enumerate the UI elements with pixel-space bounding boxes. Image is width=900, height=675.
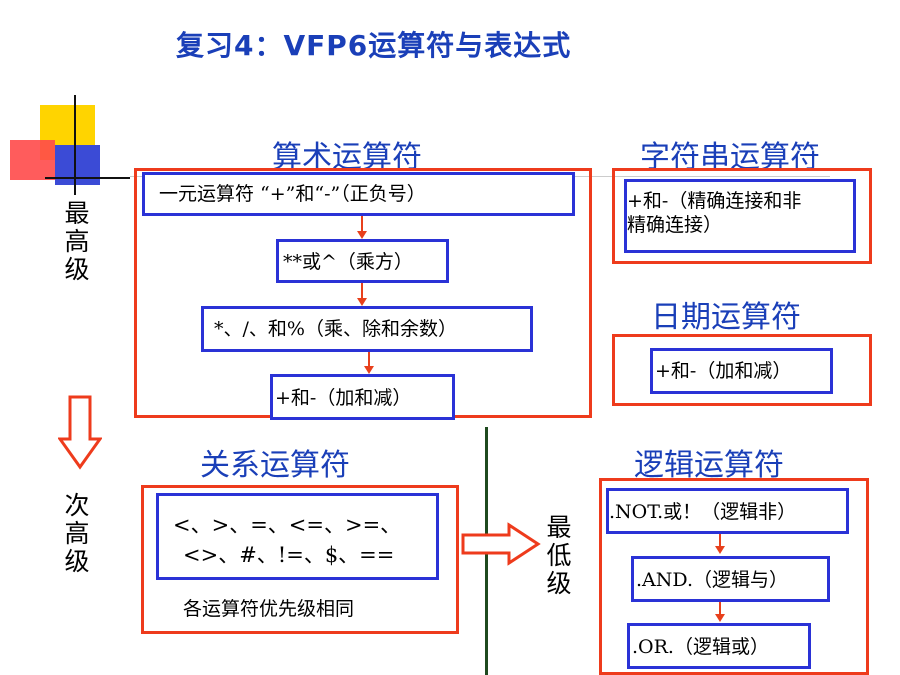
arrow-connector [368,352,370,368]
date-group [612,334,872,406]
arithmetic-item-unary: 一元运算符 “+”和“-”（正负号） [142,172,575,216]
relational-group [141,485,459,634]
label-highest: 最 高 级 [64,199,90,284]
arrow-connector-head [357,231,367,239]
string-item: +和-（精确连接和非 精确连接） [624,179,856,253]
label-lowest: 最 低 级 [546,513,572,598]
logical-item-and: .AND.（逻辑与） [631,556,830,602]
relational-operators: <、>、=、<=、>=、 <>、#、!=、$、== [156,493,439,580]
right-arrow-icon [461,522,541,566]
string-group [612,168,872,264]
date-heading: 日期运算符 [651,300,801,335]
logical-item-or: .OR.（逻辑或） [627,623,811,669]
arrow-connector-head [357,298,367,306]
relational-note: 各运算符优先级相同 [183,598,355,620]
logical-item-not: .NOT.或！（逻辑非） [606,488,849,534]
arithmetic-item-power: **或^（乘方） [276,239,449,283]
date-item: +和-（加和减） [650,348,833,394]
page-title: 复习4：VFP6运算符与表达式 [176,29,572,62]
arrow-connector [361,283,363,300]
arrow-connector [719,534,721,548]
arrow-connector-head [715,614,725,622]
arrow-connector [361,216,363,233]
relational-heading: 关系运算符 [200,448,350,483]
logical-group [599,478,869,675]
logical-heading: 逻辑运算符 [634,448,784,483]
arrow-connector [719,602,721,616]
arrow-connector-head [715,546,725,554]
down-arrow-icon [58,395,102,470]
arithmetic-item-add: +和-（加和减） [270,374,455,420]
label-second-highest: 次 高 级 [64,491,90,576]
arrow-connector-head [364,366,374,374]
arithmetic-item-multiply: *、/、和%（乘、除和余数） [201,306,533,352]
decorative-logo [10,95,130,195]
